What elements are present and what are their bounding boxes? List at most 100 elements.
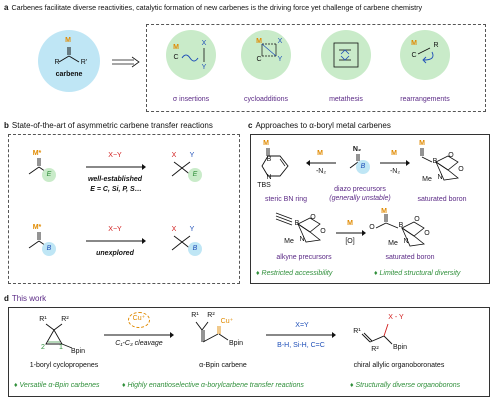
panel-a-letter: a [4,3,9,12]
c-sat1-o2-label: O [458,166,464,173]
c-alkyne-o1-label: O [310,214,316,221]
d-r1-label: R¹ [39,316,47,323]
c-arrow3-icon [336,230,366,236]
cyclo-y-label: Y [277,56,283,63]
c-arrow2-m-label: M [391,150,397,157]
cyclo-c-label: C [256,56,262,63]
c-bn-label: steric BN ring [264,196,307,203]
d-note-3: ♦ Structurally diverse organoborons [350,382,461,389]
cycloaddition-circle [241,30,291,80]
d-sm-bpin-label: Bpin [70,348,85,355]
c-sat1-icon [420,148,459,181]
c-sat1-me-label: Me [422,176,432,183]
d-prod-r1-label: R¹ [353,328,361,335]
panel-d-letter: d [4,294,9,303]
d-prod-xy-label: X - Y [388,314,404,321]
d-arrow1-icon [104,332,174,338]
sigma-m-label: M [173,44,179,51]
c-alkyne-icon [275,212,321,243]
c-arrow2-icon [380,160,410,166]
c-note-1: ♦ Restricted accessibility [256,270,333,277]
b2-prod-y-label: Y [189,226,195,233]
d-note-1: ♦ Versatile α-Bpin carbenes [14,382,100,389]
c-sat2-o2-label: O [424,230,430,237]
c-arrow3-m-label: M [347,220,353,227]
c-sat2-me-label: Me [388,240,398,247]
carbene-r-label: R [54,59,60,66]
b1-e-circle [42,168,56,182]
b2-arrow-icon [86,238,146,244]
b2-desc-label: unexplored [96,250,134,257]
d-carb-cu-label: Cu⁺ [220,318,234,325]
b2-reagent-label: X−Y [108,226,122,233]
b2-prod-b-circle [188,242,202,256]
b1-arrow-icon [86,164,146,170]
sigma-insertion-label: σ insertions [172,96,210,103]
d-r2-label: R² [61,316,69,323]
metathesis-icon [333,42,359,68]
d-note-2: ♦ Highly enantioselective α-borylcarbene… [122,382,304,389]
panel-a-reactivity-box [146,24,486,112]
c-sat2-o1-label: O [414,216,420,223]
carbene-metal-label: M [65,37,71,44]
c-arrow2-n2-label: -N₂ [389,168,401,175]
d-sm-label: 1-boryl cyclopropenes [29,362,99,369]
c-sat2-b-label: B [398,222,404,229]
panel-c-title: Approaches to α-boryl metal carbenes [255,121,391,130]
c-sat1-m-label: M [419,140,425,147]
c-arrow1-n2-label: -N₂ [315,168,327,175]
d-carb-r2-label: R² [207,312,215,319]
panel-d-title: This work [11,294,47,303]
sigma-c-label: C [173,54,179,61]
rearrangement-circle [400,30,450,80]
c-alkyne-me-label: Me [284,238,294,245]
c-bn-ring-icon [261,148,289,177]
metathesis-label: metathesis [329,96,363,103]
cyclo-m-label: M [256,38,262,45]
c-arrow1-icon [306,160,336,166]
c-sat1-label: saturated boron [417,196,467,203]
c-sat1-o1-label: O [448,152,454,159]
d-carbene-label: α-Bpin carbene [199,362,247,369]
sigma-y-label: Y [201,64,207,71]
d-reagent-types-label: B-H, Si-H, C=C [277,342,325,349]
c-diazo-n2-label: N₂ [352,146,362,153]
d-prod-r2-label: R² [371,346,379,353]
carbene-structure-icon [58,47,80,63]
b2-prod-x-label: X [171,226,177,233]
c-bn-tbs-label: TBS [257,182,271,189]
panel-b-letter: b [4,121,9,130]
b1-prod-e-circle [188,168,202,182]
c-bn-m-label: M [263,140,269,147]
c-sat2-label: saturated boron [385,254,435,261]
d-prod-bpin-label: Bpin [392,344,407,351]
cycloaddition-icon [261,43,277,57]
d-carb-bpin-label: Bpin [228,340,243,347]
carbene-circle [38,30,100,92]
panel-d-box [8,307,490,397]
d-cleavage-label: C₁-C₃ cleavage [115,340,163,347]
b1-prod-y-label: Y [189,152,195,159]
c-bn-b-label: B [266,156,272,163]
c-alkyne-n-label: N [299,236,305,243]
rearr-c-label: C [411,52,417,59]
b2-b-label: B [46,245,52,252]
d-reagent-label: X=Y [295,322,309,329]
rearrangements-label: rearrangements [400,96,450,103]
rearrangement-icon [417,47,434,64]
d-arrow2-icon [266,332,336,338]
c-sat2-o0-label: O [369,224,375,231]
sigma-insertion-icon [181,48,205,62]
b1-reagent-label: X−Y [108,152,122,159]
d-prod-label: chiral allylic organoboronates [353,362,445,369]
b1-desc2-label: E = C, Si, P, S… [90,186,142,193]
c-diazo-label2: (generally unstable) [329,195,391,202]
c-alkyne-o2-label: O [320,228,326,235]
b2-b-circle [42,242,56,256]
c-sat1-n-label: N [437,174,443,181]
c-arrow1-m-label: M [317,150,323,157]
